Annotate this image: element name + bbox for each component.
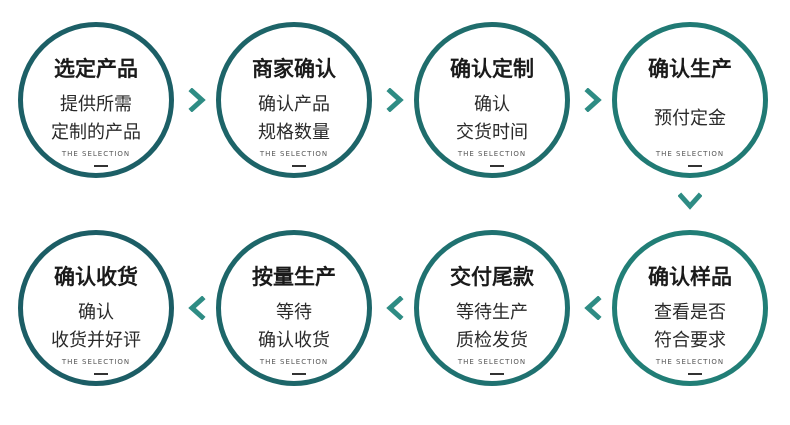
chevron-left-icon — [581, 296, 605, 320]
step-subtitle: THE SELECTION — [259, 150, 329, 158]
step-subtitle: THE SELECTION — [457, 150, 527, 158]
step-circle-4: 确认生产 预付定金 THE SELECTION — [612, 22, 768, 178]
step-circle-2: 商家确认 确认产品 规格数量 THE SELECTION — [216, 22, 372, 178]
divider — [292, 373, 306, 375]
step-title: 选定产品 — [54, 57, 138, 81]
step-description: 确认产品 规格数量 — [221, 91, 367, 147]
step-description: 预付定金 — [617, 105, 763, 133]
step-line: 规格数量 — [258, 122, 330, 143]
step-line: 交货时间 — [456, 122, 528, 143]
divider — [688, 165, 702, 167]
step-description: 提供所需 定制的产品 — [23, 91, 169, 147]
step-subtitle: THE SELECTION — [61, 150, 131, 158]
step-circle-5: 确认样品 查看是否 符合要求 THE SELECTION — [612, 230, 768, 386]
step-title: 按量生产 — [252, 265, 336, 289]
step-line: 确认产品 — [258, 94, 330, 115]
chevron-right-icon — [383, 88, 407, 112]
step-circle-1: 选定产品 提供所需 定制的产品 THE SELECTION — [18, 22, 174, 178]
step-subtitle: THE SELECTION — [259, 358, 329, 366]
chevron-down-icon — [678, 189, 702, 213]
step-line: 质检发货 — [456, 330, 528, 351]
step-title: 确认生产 — [648, 57, 732, 81]
step-description: 查看是否 符合要求 — [617, 299, 763, 355]
step-subtitle: THE SELECTION — [61, 358, 131, 366]
divider — [688, 373, 702, 375]
chevron-left-icon — [185, 296, 209, 320]
step-description: 确认 交货时间 — [419, 91, 565, 147]
step-circle-6: 交付尾款 等待生产 质检发货 THE SELECTION — [414, 230, 570, 386]
step-title: 确认样品 — [648, 265, 732, 289]
divider — [490, 165, 504, 167]
step-description: 等待生产 质检发货 — [419, 299, 565, 355]
step-title: 确认定制 — [450, 57, 534, 81]
step-line: 确认收货 — [258, 330, 330, 351]
step-line: 预付定金 — [654, 108, 726, 129]
step-description: 确认 收货并好评 — [23, 299, 169, 355]
step-title: 确认收货 — [54, 265, 138, 289]
step-circle-7: 按量生产 等待 确认收货 THE SELECTION — [216, 230, 372, 386]
step-line: 符合要求 — [654, 330, 726, 351]
step-line: 定制的产品 — [51, 122, 141, 143]
step-line: 确认 — [474, 94, 510, 115]
chevron-right-icon — [581, 88, 605, 112]
chevron-left-icon — [383, 296, 407, 320]
divider — [94, 165, 108, 167]
step-line: 等待 — [276, 302, 312, 323]
step-line: 查看是否 — [654, 302, 726, 323]
step-subtitle: THE SELECTION — [655, 358, 725, 366]
divider — [292, 165, 306, 167]
divider — [94, 373, 108, 375]
divider — [490, 373, 504, 375]
step-line: 等待生产 — [456, 302, 528, 323]
step-subtitle: THE SELECTION — [457, 358, 527, 366]
step-title: 交付尾款 — [450, 265, 534, 289]
step-line: 提供所需 — [60, 94, 132, 115]
step-circle-8: 确认收货 确认 收货并好评 THE SELECTION — [18, 230, 174, 386]
step-line: 收货并好评 — [51, 330, 141, 351]
step-title: 商家确认 — [252, 57, 336, 81]
chevron-right-icon — [185, 88, 209, 112]
step-line: 确认 — [78, 302, 114, 323]
step-subtitle: THE SELECTION — [655, 150, 725, 158]
step-circle-3: 确认定制 确认 交货时间 THE SELECTION — [414, 22, 570, 178]
step-description: 等待 确认收货 — [221, 299, 367, 355]
